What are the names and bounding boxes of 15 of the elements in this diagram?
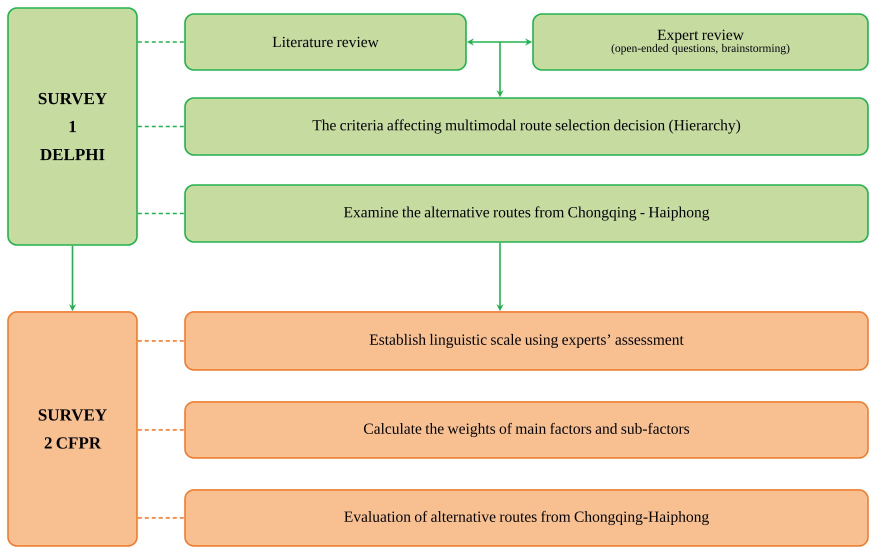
connector-line [138,517,184,519]
process-box: Evaluation of alternative routes from Chongqing-Haiphong [184,489,869,547]
process-box: Literature review [184,13,467,71]
process-box: Establish linguistic scale using experts’ assessment [184,311,869,371]
process-box: Examine the alternative routes from Chongqing - Haiphong [184,184,869,243]
connector-line [138,429,184,431]
survey-box: SURVEY 2 CFPR [7,311,138,547]
process-box: Calculate the weights of main factors and sub-factors [184,401,869,459]
connector-line [138,212,184,214]
connector-line [138,126,184,128]
survey-box: SURVEY 1 DELPHI [7,7,138,246]
process-box: The criteria affecting multimodal route selection decision (Hierarchy) [184,97,869,156]
process-box: Expert review (open-ended questions, brainstorming) [532,13,869,71]
connector-line [138,41,184,43]
connector-line [138,340,184,342]
